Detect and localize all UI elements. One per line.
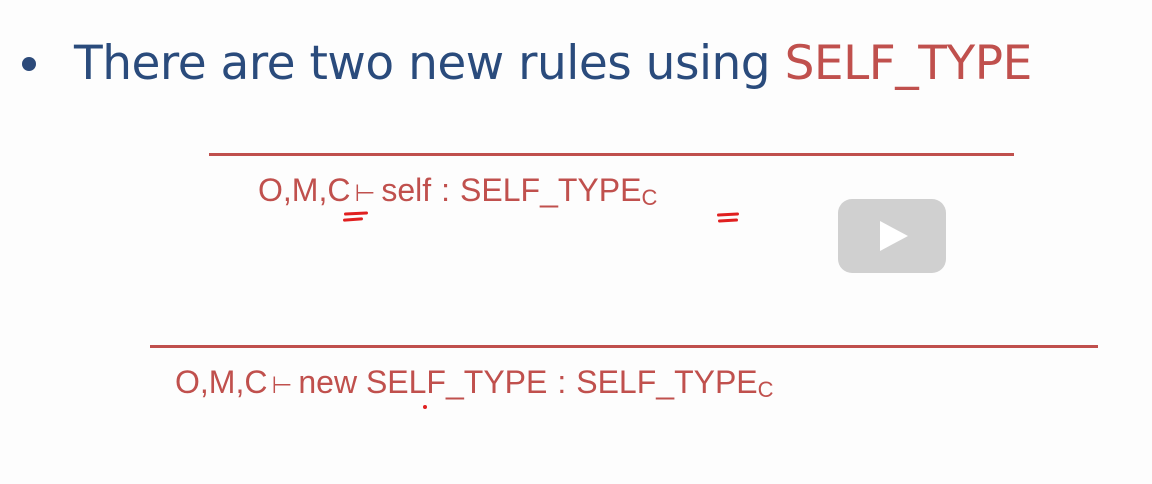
turnstile-symbol: ⊢ [271,372,293,399]
handwritten-underline-mark [717,218,739,223]
inference-rule-bar-2 [150,345,1098,348]
play-icon [880,221,908,251]
inference-rule-bar-1 [209,153,1014,156]
judgment-type-subscript: C [757,377,774,402]
bullet-text-plain: There are two new rules using [74,36,785,91]
handwritten-underline-mark [716,212,740,217]
handwritten-underline-mark [342,217,364,222]
judgment-colon: : [441,172,451,208]
judgment-expression: self [381,172,432,208]
judgment-context: O,M,C [258,172,351,208]
judgment-expression: new SELF_TYPE [298,364,548,400]
judgment-type-subscript: C [641,185,658,210]
handwritten-underline-mark [343,211,369,216]
judgment-context: O,M,C [175,364,268,400]
judgment-type: SELF_TYPE [576,364,758,400]
video-play-button[interactable] [838,199,946,273]
bullet-point-icon [22,57,36,71]
bullet-text: There are two new rules using SELF_TYPE [74,32,1032,96]
judgment-type: SELF_TYPE [460,172,642,208]
typing-judgment-new-self-type: O,M,C⊢new SELF_TYPE:SELF_TYPEC [175,362,774,406]
turnstile-symbol: ⊢ [354,180,376,207]
typing-judgment-self: O,M,C⊢self:SELF_TYPEC [258,170,657,214]
handwritten-dot-mark [423,405,427,409]
judgment-colon: : [557,364,567,400]
bullet-text-keyword: SELF_TYPE [784,36,1033,91]
